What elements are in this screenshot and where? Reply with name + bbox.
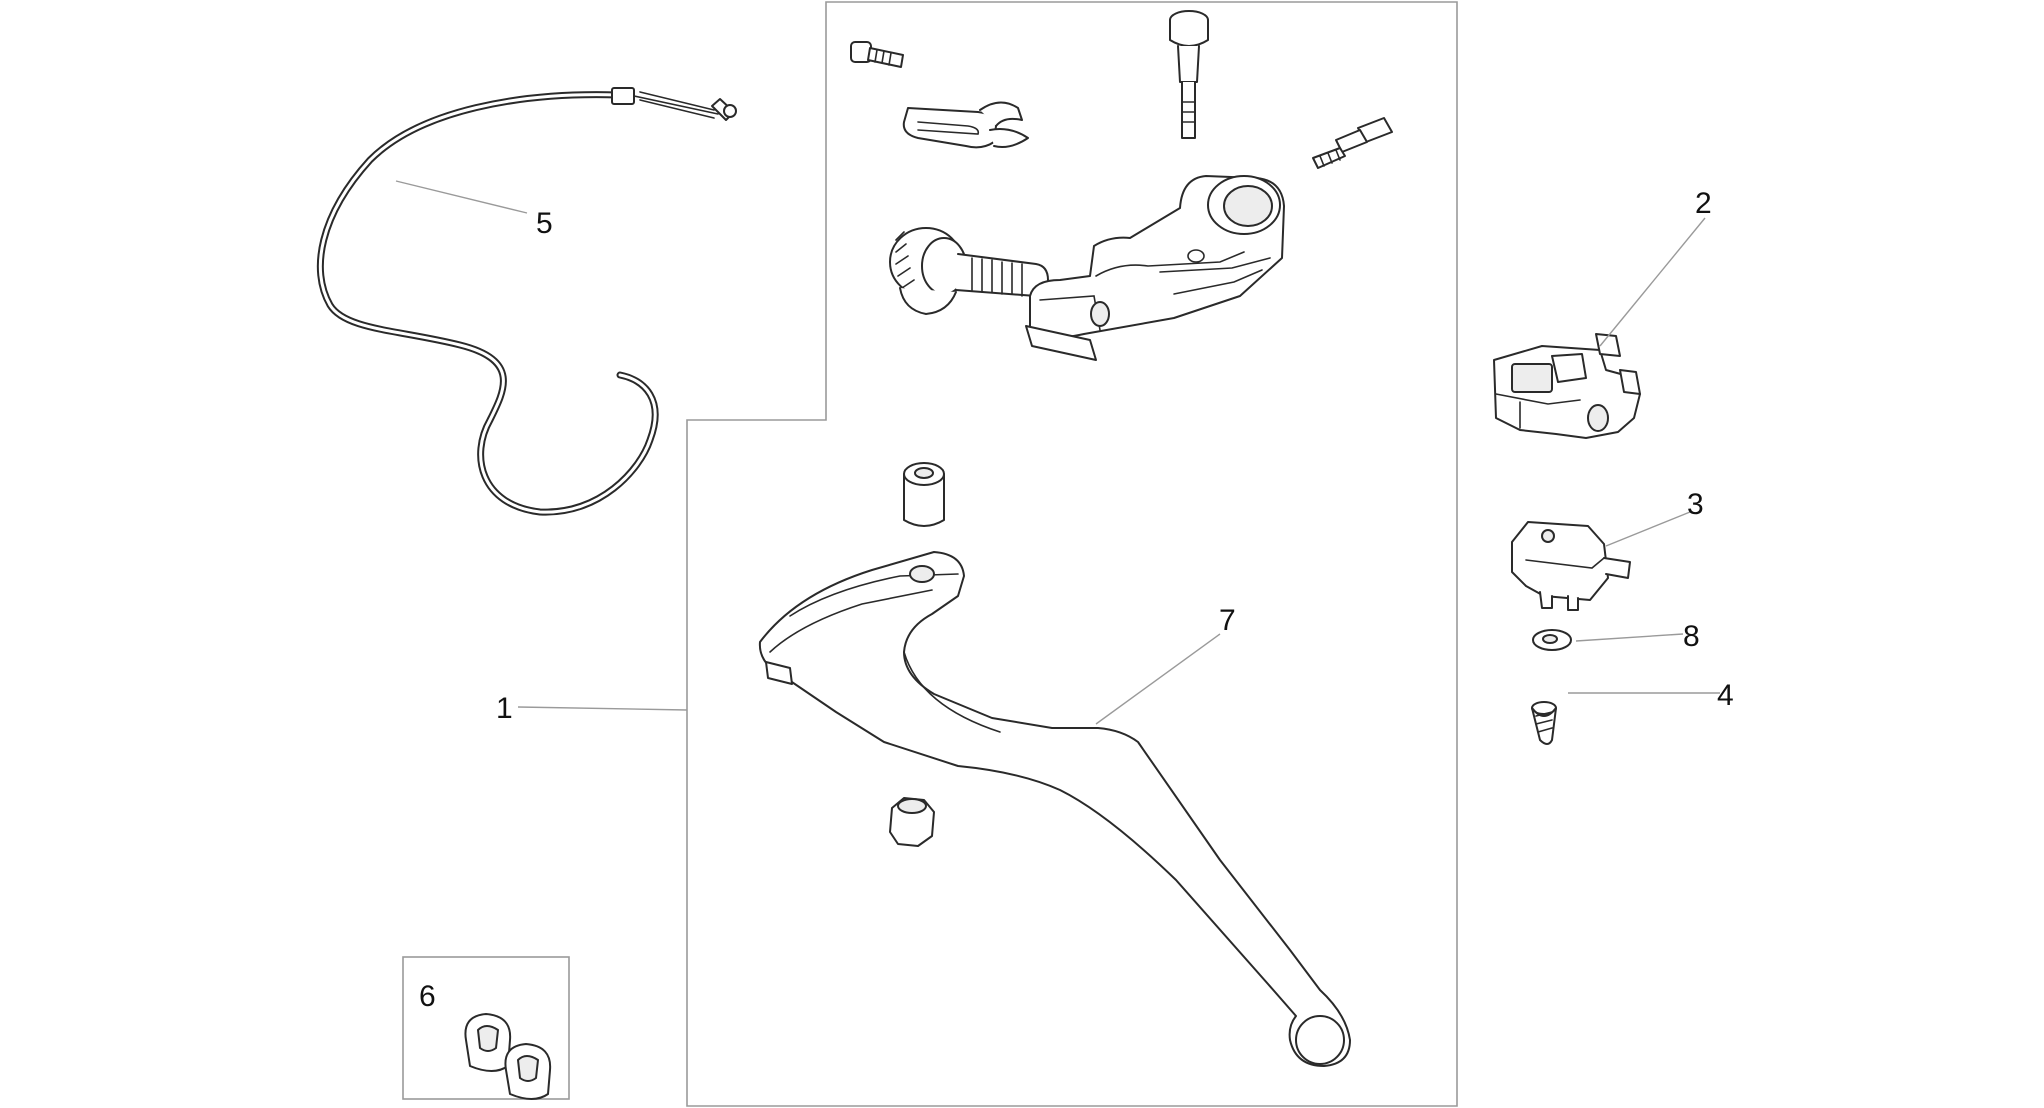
callout-8: 8 [1683, 620, 1700, 653]
washer [1532, 629, 1572, 651]
lever-assembly-frame [686, 1, 1458, 1107]
leader-line-7 [1095, 633, 1221, 725]
cable-clips [464, 1013, 552, 1100]
pivot-bolt [1169, 10, 1209, 139]
cable-clamp [902, 101, 1029, 149]
cable-adjuster [889, 227, 1049, 315]
callout-2: 2 [1695, 187, 1712, 220]
callout-3: 3 [1687, 488, 1704, 521]
leader-line-3 [1605, 511, 1691, 547]
callout-4: 4 [1717, 679, 1734, 712]
small-bolt [850, 41, 904, 68]
clutch-cable [316, 87, 737, 516]
clutch-lever [758, 551, 1351, 1067]
micro-switch [1511, 521, 1631, 611]
bushing [903, 462, 945, 527]
clip-kit-frame [402, 956, 570, 1100]
leader-line-1 [517, 706, 688, 711]
leader-line-5 [395, 180, 528, 214]
callout-6: 6 [419, 980, 436, 1013]
mount-screw [1312, 117, 1393, 169]
screw [1531, 701, 1557, 745]
callout-5: 5 [536, 207, 553, 240]
callout-7: 7 [1219, 604, 1236, 637]
callout-1: 1 [496, 692, 513, 725]
leader-line-8 [1575, 633, 1684, 642]
leader-line-2 [1599, 217, 1706, 347]
lever-nut [889, 797, 935, 847]
lever-bracket [1025, 175, 1285, 361]
switch-housing [1493, 333, 1641, 439]
